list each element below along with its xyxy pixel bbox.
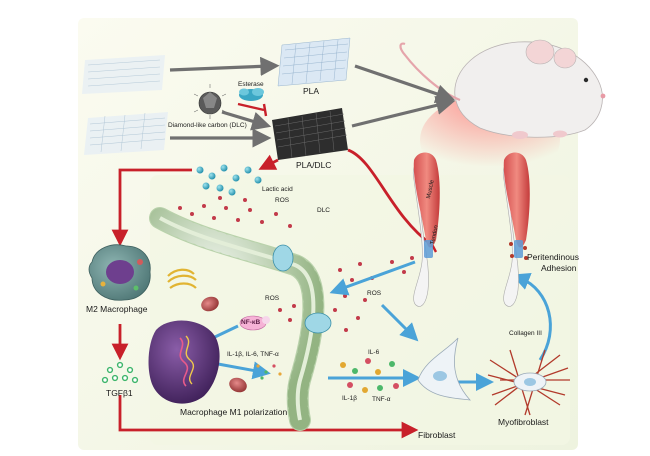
cytokine-dots-inner bbox=[256, 364, 282, 380]
label-pla: PLA bbox=[303, 86, 320, 96]
arrow-pla-dlc-inhibit-tendon bbox=[347, 148, 433, 247]
pla-dlc-mesh bbox=[272, 108, 348, 160]
arrow-mesh-to-pla bbox=[169, 56, 280, 76]
label-myofibroblast: Myofibroblast bbox=[498, 417, 549, 427]
cell-membrane bbox=[149, 207, 325, 431]
label-pla-dlc: PLA/DLC bbox=[296, 160, 332, 170]
mouse-illustration bbox=[399, 39, 606, 139]
nucleus bbox=[148, 320, 220, 404]
label-m1-polarization: Macrophage M1 polarization bbox=[180, 407, 288, 417]
arrow-tendon-to-ros bbox=[329, 260, 416, 296]
arrow-tgfb-to-fibroblast bbox=[118, 395, 419, 439]
arrow-ros-to-fibroblast bbox=[380, 303, 419, 342]
arrow-dlc-to-pla-dlc bbox=[221, 110, 272, 131]
esterase-inhibition bbox=[237, 102, 268, 117]
mitochondria bbox=[201, 296, 247, 393]
esterase-enzyme bbox=[239, 88, 264, 101]
label-esterase: Esterase bbox=[238, 81, 264, 88]
m2-macrophage-cell bbox=[88, 244, 151, 301]
label-dlc-small: DLC bbox=[317, 207, 331, 214]
label-il6: IL-6 bbox=[368, 349, 380, 356]
label-ros-top: ROS bbox=[275, 197, 290, 204]
arrow-lactic-to-m2 bbox=[111, 168, 192, 247]
label-il1b: IL-1β bbox=[342, 395, 357, 402]
label-lactic-acid: Lactic acid bbox=[262, 186, 293, 193]
label-adhesion: Adhesion bbox=[541, 263, 577, 273]
label-cytokines-inner: IL-1β, IL-6, TNF-α bbox=[227, 351, 279, 358]
arrow-pla-dlc-to-mouse bbox=[351, 95, 456, 128]
red-arrows bbox=[111, 148, 433, 439]
tendon-normal bbox=[412, 152, 440, 307]
membrane-channels bbox=[272, 244, 332, 334]
nfkb-complex bbox=[239, 315, 270, 331]
tendon-adhesion bbox=[502, 152, 530, 307]
myofibroblast-cell bbox=[487, 349, 570, 416]
dlc-particle bbox=[193, 84, 227, 119]
label-fibroblast: Fibroblast bbox=[418, 430, 456, 440]
tgfb1-particles bbox=[101, 361, 139, 384]
label-m2-macrophage: M2 Macrophage bbox=[86, 304, 148, 314]
arrow-pla-to-mouse bbox=[354, 64, 456, 103]
fibroblast-cell bbox=[417, 337, 472, 401]
fiber-mesh-top-left bbox=[82, 55, 165, 94]
golgi-apparatus bbox=[167, 268, 197, 289]
label-nfkb: NF-κB bbox=[241, 319, 261, 326]
gray-arrows bbox=[169, 56, 456, 148]
fiber-mesh-left bbox=[84, 112, 168, 155]
label-ros-right: ROS bbox=[367, 290, 382, 297]
arrow-nucleus-cytokines bbox=[217, 361, 271, 380]
label-tgfb1: TGFβ1 bbox=[106, 388, 133, 398]
arrow-pla-dlc-to-lactic bbox=[258, 154, 279, 170]
label-collagen3: Collagen III bbox=[509, 330, 542, 337]
pla-mesh bbox=[277, 37, 351, 87]
label-peritendinous: Peritendinous bbox=[527, 252, 579, 262]
lactic-acid-particles bbox=[196, 164, 262, 196]
cytokine-dots-outer bbox=[340, 358, 399, 393]
ros-particles bbox=[178, 196, 414, 332]
label-tnfa: TNF-α bbox=[372, 396, 391, 403]
label-ros-mid: ROS bbox=[265, 295, 280, 302]
label-dlc: Diamond-like carbon (DLC) bbox=[168, 122, 247, 129]
